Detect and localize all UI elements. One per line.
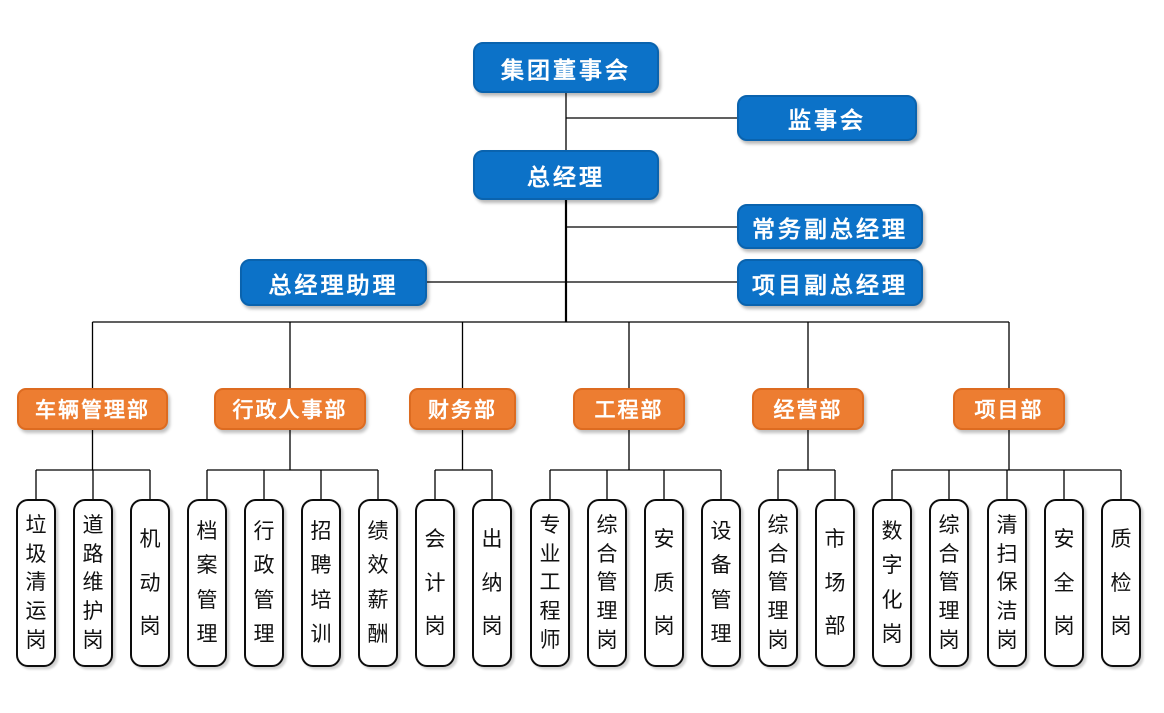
node-position-archive-management: 档案管理 [187, 499, 227, 667]
node-project-deputy-gm: 项目副总经理 [737, 259, 923, 306]
node-dept-engineering: 工程部 [573, 388, 685, 430]
node-position-garbage-removal: 垃圾清运岗 [16, 499, 56, 667]
node-position-mobile: 机动岗 [130, 499, 170, 667]
node-position-performance-pay: 绩效薪酬 [358, 499, 398, 667]
node-position-safety: 安全岗 [1044, 499, 1084, 667]
position-label: 安质岗 [653, 527, 675, 638]
node-position-quality-inspection: 质检岗 [1101, 499, 1141, 667]
node-dept-vehicle-management: 车辆管理部 [17, 388, 168, 430]
node-position-equipment-management: 设备管理 [701, 499, 741, 667]
node-position-general-management-ops: 综合管理岗 [758, 499, 798, 667]
node-position-general-management-proj: 综合管理岗 [929, 499, 969, 667]
node-position-admin-management: 行政管理 [244, 499, 284, 667]
position-label: 设备管理 [710, 518, 732, 647]
node-position-accounting: 会计岗 [415, 499, 455, 667]
node-general-manager: 总经理 [473, 150, 659, 200]
node-position-market-dept: 市场部 [815, 499, 855, 667]
position-label: 市场部 [824, 527, 846, 638]
position-label: 综合管理岗 [938, 512, 960, 653]
node-position-road-maintenance: 道路维护岗 [73, 499, 113, 667]
node-dept-admin-hr: 行政人事部 [214, 388, 366, 430]
node-position-recruit-training: 招聘培训 [301, 499, 341, 667]
node-dept-finance: 财务部 [409, 388, 516, 430]
position-label: 质检岗 [1110, 527, 1132, 638]
position-label: 档案管理 [196, 518, 218, 647]
node-position-general-management-eng: 综合管理岗 [587, 499, 627, 667]
node-executive-deputy-gm: 常务副总经理 [737, 204, 923, 249]
node-dept-operations: 经营部 [752, 388, 864, 430]
position-label: 行政管理 [253, 518, 275, 647]
position-label: 绩效薪酬 [367, 518, 389, 647]
node-position-digitalization: 数字化岗 [872, 499, 912, 667]
node-supervisory-board: 监事会 [737, 95, 917, 141]
position-label: 道路维护岗 [82, 512, 104, 653]
node-position-cashier: 出纳岗 [472, 499, 512, 667]
position-label: 数字化岗 [881, 518, 903, 647]
position-label: 综合管理岗 [767, 512, 789, 653]
position-label: 招聘培训 [310, 518, 332, 647]
position-label: 专业工程师 [539, 512, 561, 653]
node-position-sweeping-cleaning: 清扫保洁岗 [987, 499, 1027, 667]
node-dept-project: 项目部 [953, 388, 1065, 430]
position-label: 安全岗 [1053, 527, 1075, 638]
position-label: 垃圾清运岗 [25, 512, 47, 653]
node-board: 集团董事会 [473, 42, 659, 93]
position-label: 出纳岗 [481, 527, 503, 638]
node-gm-assistant: 总经理助理 [240, 259, 427, 306]
position-label: 机动岗 [139, 527, 161, 638]
position-label: 综合管理岗 [596, 512, 618, 653]
position-label: 会计岗 [424, 527, 446, 638]
node-position-safety-quality: 安质岗 [644, 499, 684, 667]
node-position-professional-engineer: 专业工程师 [530, 499, 570, 667]
position-label: 清扫保洁岗 [996, 512, 1018, 653]
